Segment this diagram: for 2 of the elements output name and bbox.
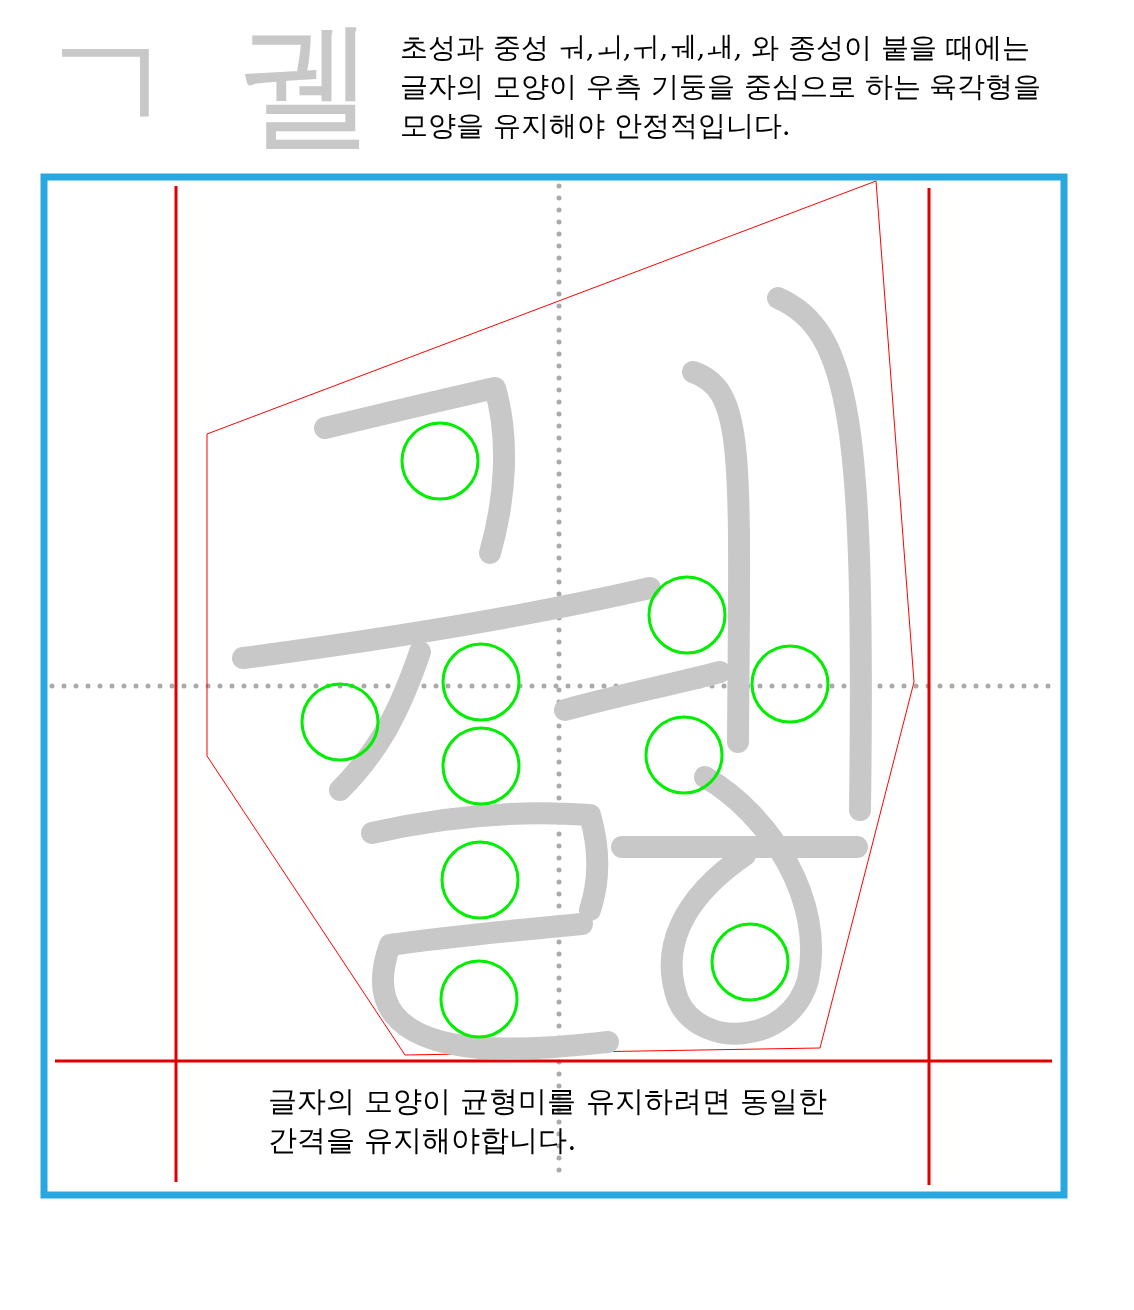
- description-text: 초성과 중성 ㅝ,ㅚ,ㅟ,ㅞ,ㅙ, 와 종성이 붙을 때에는 글자의 모양이 우측 기둥을 중심으로 하는 육각형을 모양을 유지해야 안정적입니다.: [400, 30, 1043, 145]
- note-text: 글자의 모양이 균형미를 유지하려면 동일한 간격을 유지해야합니다.: [268, 1083, 828, 1159]
